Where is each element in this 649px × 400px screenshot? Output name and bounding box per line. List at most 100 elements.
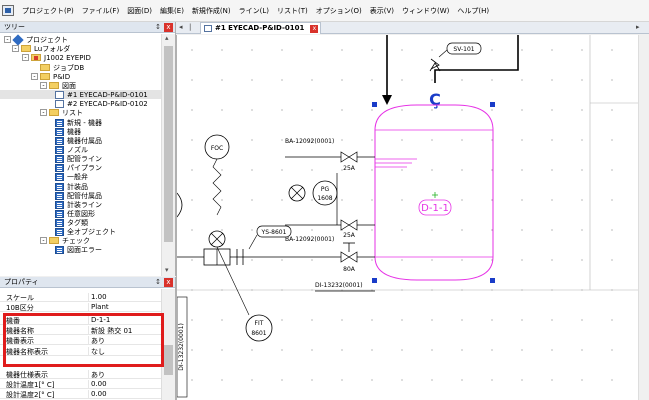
vessel-tag-box[interactable] <box>418 199 452 216</box>
property-row-spec-display[interactable]: 機器仕様表示あり <box>0 370 161 379</box>
selection-handle[interactable] <box>372 278 377 283</box>
scrollbar-thumb[interactable] <box>164 46 173 242</box>
selection-handle[interactable] <box>490 278 495 283</box>
collapse-icon[interactable]: - <box>12 45 19 52</box>
tree-node-job-db[interactable]: ジョブDB <box>40 63 84 72</box>
tree-node-list-instrument-line[interactable]: 計装ライン <box>55 200 102 209</box>
collapse-icon[interactable]: - <box>22 54 29 61</box>
offpage-connector[interactable] <box>177 296 188 398</box>
tree-node-list-all-objects[interactable]: 全オブジェクト <box>55 227 116 236</box>
property-row-equipment-name[interactable]: 機器名称新設 熱交 01 <box>0 326 161 335</box>
gate-valve-icon[interactable] <box>348 219 358 231</box>
tree-node-drawing-0101[interactable]: #1 EYECAD-P&ID-0101 <box>0 90 161 99</box>
gate-valve-icon[interactable] <box>348 251 358 263</box>
list-icon <box>55 163 64 172</box>
tree-scrollbar[interactable]: ▴ ▾ <box>161 34 175 276</box>
property-value[interactable]: あり <box>91 337 105 345</box>
tree-node-list-general-valve[interactable]: 一般弁 <box>55 172 88 181</box>
property-value[interactable]: D-1-1 <box>91 316 111 324</box>
close-icon[interactable]: x <box>164 278 173 287</box>
tag-box[interactable] <box>446 42 482 55</box>
gate-valve-icon[interactable] <box>340 251 350 263</box>
tree-node-job[interactable]: -J1002 EYEPID <box>22 53 91 62</box>
collapse-icon[interactable]: - <box>4 36 11 43</box>
tree-node-list-equipment-accessories[interactable]: 機器付属品 <box>55 136 102 145</box>
pin-icon[interactable]: ↕ <box>155 23 161 31</box>
tree-node-list-piping-accessories[interactable]: 配管付属品 <box>55 191 102 200</box>
tab-document[interactable]: #1 EYECAD-P&ID-0101 x <box>200 22 322 34</box>
property-row-design-temp-2[interactable]: 設計温度2[° C]0.00 <box>0 390 161 399</box>
collapse-icon[interactable]: - <box>40 82 47 89</box>
close-icon[interactable]: x <box>310 25 319 33</box>
tree-node-list-equipment[interactable]: 機器 <box>55 127 81 136</box>
tree-node-lu-folder[interactable]: -Luフォルダ <box>12 44 70 53</box>
menu-new[interactable]: 新規作成(N) <box>191 6 231 15</box>
tree-node-list-nozzle[interactable]: ノズル <box>55 145 88 154</box>
tree-node-list-instruments[interactable]: 計装品 <box>55 182 88 191</box>
tree-node-list-piping-line[interactable]: 配管ライン <box>55 154 102 163</box>
tree-node-list-arbitrary-shape[interactable]: 任意図形 <box>55 209 95 218</box>
property-value[interactable]: 新設 熱交 01 <box>91 327 133 335</box>
collapse-icon[interactable]: - <box>31 73 38 80</box>
gate-valve-icon[interactable] <box>340 151 350 163</box>
collapse-icon[interactable]: - <box>40 109 47 116</box>
collapse-icon[interactable]: - <box>40 237 47 244</box>
pipe-line[interactable] <box>434 35 519 83</box>
tree-node-project[interactable]: -プロジェクト <box>4 34 68 46</box>
app-icon[interactable] <box>2 5 14 16</box>
scroll-up-icon[interactable]: ▴ <box>165 34 169 42</box>
property-row-design-temp-1[interactable]: 設計温度1[° C]0.00 <box>0 380 161 389</box>
property-value[interactable]: なし <box>91 348 105 356</box>
menu-file[interactable]: ファイル(F) <box>81 6 120 15</box>
properties-scrollbar[interactable] <box>161 289 175 400</box>
tab-scroll-left-icon[interactable]: ◂ <box>179 23 183 31</box>
pressure-gauge-bubble[interactable] <box>312 180 338 206</box>
tree-node-pid[interactable]: -P&ID <box>31 72 70 81</box>
scrollbar-thumb[interactable] <box>164 345 173 375</box>
drawing-canvas[interactable]: SV-101 Ç D-1-1 BA-12092(0001) 25A BA-120… <box>176 35 638 400</box>
menu-view[interactable]: 表示(V) <box>369 6 395 15</box>
pid-drawing[interactable]: SV-101 Ç D-1-1 BA-12092(0001) 25A BA-120… <box>177 35 638 400</box>
menu-line[interactable]: ライン(L) <box>238 6 270 15</box>
property-row-number-display[interactable]: 機番表示あり <box>0 336 161 345</box>
selection-handle[interactable] <box>490 102 495 107</box>
tree-node-label: 図面 <box>62 81 76 90</box>
menu-window[interactable]: ウィンドウ(W) <box>402 6 450 15</box>
menu-drawing[interactable]: 図面(D) <box>127 6 153 15</box>
list-icon <box>55 209 64 218</box>
pin-icon[interactable]: ↕ <box>155 278 161 286</box>
property-value[interactable]: 0.00 <box>91 390 107 398</box>
tree-node-lists[interactable]: -リスト <box>40 108 83 117</box>
tree-node-list-pipe-run[interactable]: パイプラン <box>55 163 102 172</box>
canvas-scrollbar[interactable] <box>638 35 649 400</box>
property-row-name-display[interactable]: 機器名称表示なし <box>0 347 161 356</box>
tree-node-list-tags[interactable]: タグ類 <box>55 218 88 227</box>
property-value[interactable]: Plant <box>91 303 109 311</box>
tree-node-drawing-0102[interactable]: #2 EYECAD-P&ID-0102 <box>55 99 148 108</box>
tag-box[interactable] <box>256 225 292 238</box>
scroll-down-icon[interactable]: ▾ <box>165 266 169 274</box>
property-value[interactable]: 0.00 <box>91 380 107 388</box>
list-icon <box>55 172 64 181</box>
menu-list[interactable]: リスト(T) <box>277 6 308 15</box>
tree-node-drawings[interactable]: - 図面 <box>40 81 76 90</box>
menu-option[interactable]: オプション(O) <box>315 6 362 15</box>
tree-node-drawing-error[interactable]: 図面エラー <box>55 245 102 254</box>
property-value[interactable]: あり <box>91 371 105 379</box>
property-value[interactable]: 1.00 <box>91 293 107 301</box>
selection-handle[interactable] <box>372 102 377 107</box>
menu-edit[interactable]: 編集(E) <box>160 6 184 15</box>
tab-scroll-right-icon[interactable]: ▸ <box>636 23 640 31</box>
list-icon <box>55 191 64 200</box>
gate-valve-icon[interactable] <box>348 151 358 163</box>
menu-help[interactable]: ヘルプ(H) <box>457 6 490 15</box>
menu-project[interactable]: プロジェクト(P) <box>22 6 74 15</box>
flow-transmitter-bubble[interactable] <box>245 314 273 342</box>
tree-node-list-new-equipment[interactable]: 新規 - 機器 <box>55 118 102 127</box>
gate-valve-icon[interactable] <box>340 219 350 231</box>
tree-node-check[interactable]: -チェック <box>40 236 90 245</box>
close-icon[interactable]: x <box>164 23 173 32</box>
